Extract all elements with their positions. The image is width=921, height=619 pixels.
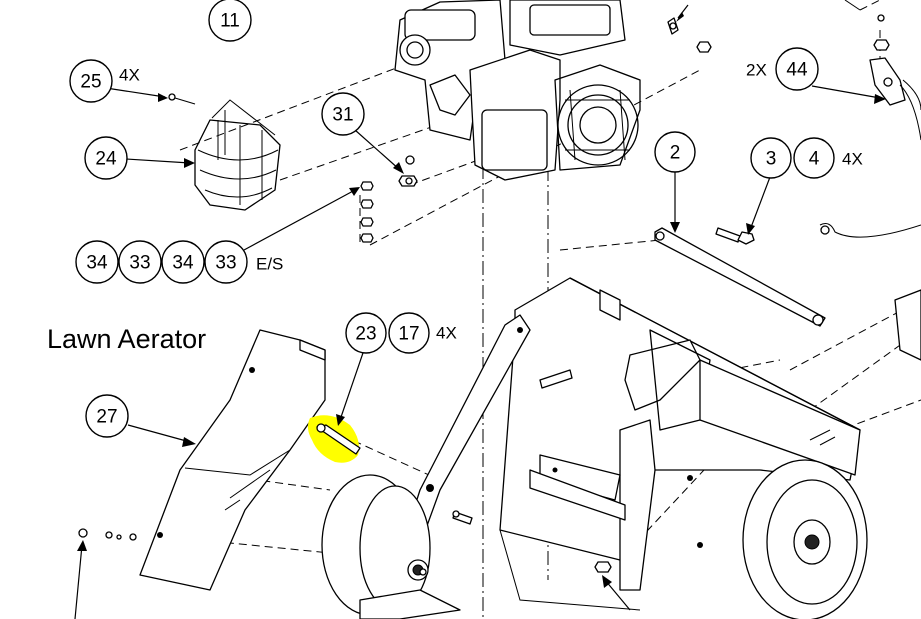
engine: [394, 0, 641, 181]
diagram-title: Lawn Aerator: [47, 324, 206, 354]
callout-33-first: 33: [118, 240, 162, 284]
fasteners-top: [168, 4, 712, 243]
callout-4-label: 4: [809, 149, 820, 170]
callout-3: 3: [750, 137, 792, 179]
callout-44-label: 44: [786, 60, 808, 81]
callout-34-first: 34: [75, 240, 119, 284]
callout-17: 17: [388, 312, 430, 354]
leaders: [74, 85, 886, 619]
callout-11: 11: [208, 0, 252, 42]
frame: [499, 277, 921, 611]
part-44-bracket: [819, 0, 921, 238]
callout-17-label: 17: [398, 324, 419, 345]
qty-23-17: 4X: [436, 324, 457, 343]
callout-34-first-label: 34: [86, 253, 108, 274]
callout-33-second-label: 33: [215, 253, 236, 274]
part-24-basket: [194, 99, 281, 211]
callout-24: 24: [84, 136, 128, 180]
qty-44: 2X: [746, 61, 767, 80]
callout-27: 27: [85, 394, 129, 438]
callout-23-label: 23: [355, 324, 376, 345]
callout-33-second: 33: [204, 240, 248, 284]
callout-34-second-label: 34: [172, 253, 194, 274]
callout-24-label: 24: [95, 149, 117, 170]
callout-23: 23: [345, 312, 387, 354]
right-wheel: [742, 459, 868, 619]
callout-34-second: 34: [161, 240, 205, 284]
callout-2: 2: [654, 131, 696, 173]
part-2-rod: [654, 227, 826, 327]
callout-27-label: 27: [96, 407, 117, 428]
callout-25-label: 25: [80, 72, 101, 93]
callout-2-label: 2: [670, 143, 681, 164]
left-wheel: [321, 474, 461, 619]
callout-31: 31: [321, 92, 365, 136]
fasteners-bottom: [78, 467, 703, 576]
callout-4: 4: [793, 137, 835, 179]
callout-11-label: 11: [220, 11, 240, 32]
callout-44: 44: [775, 47, 819, 91]
callout-33-first-label: 33: [129, 253, 150, 274]
callout-31-label: 31: [332, 105, 353, 126]
highlighted-bolt: [307, 415, 361, 463]
callout-3-label: 3: [766, 149, 777, 170]
part-27-cover: [139, 329, 326, 591]
qty-electric-start: E/S: [256, 255, 283, 274]
callout-25: 25: [69, 59, 113, 103]
qty-25: 4X: [119, 66, 140, 85]
qty-3-4: 4X: [842, 150, 863, 169]
